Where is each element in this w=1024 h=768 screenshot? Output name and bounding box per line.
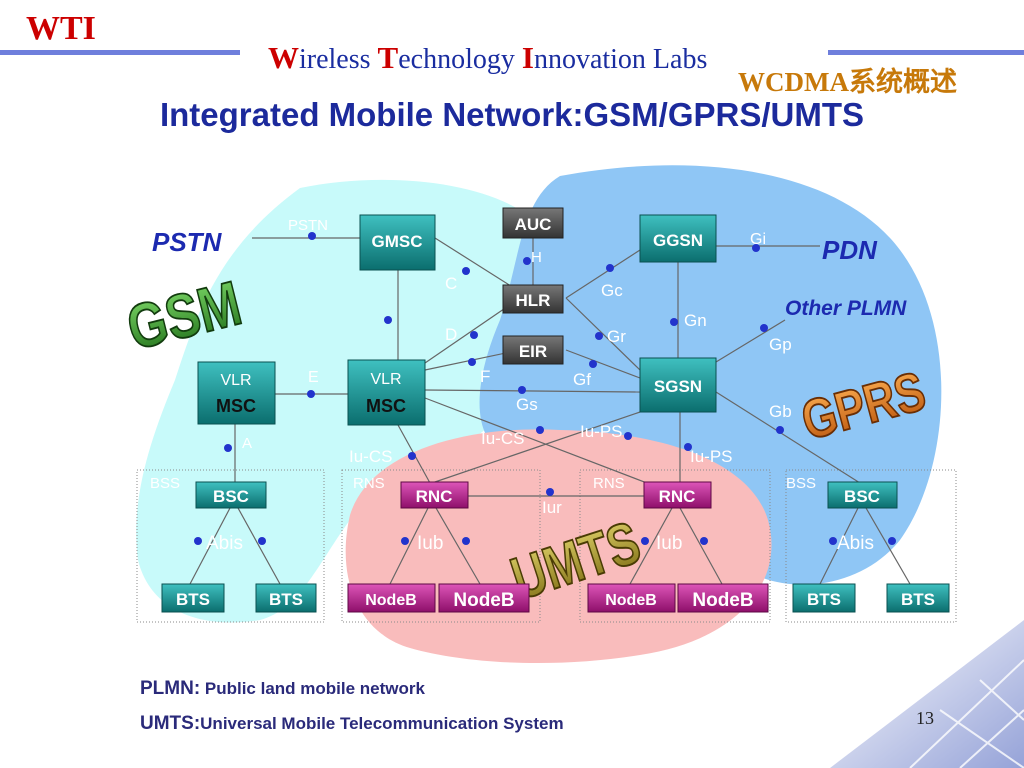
abis-label: Abis [206,533,243,554]
svg-text:RNC: RNC [416,487,453,506]
interface-dots [194,232,896,545]
iu-ps-label: Iu-PS [580,422,623,441]
e-interface-label: E [308,369,319,386]
gb-interface-label: Gb [769,402,792,421]
svg-text:NodeB: NodeB [365,592,417,609]
svg-text:RNC: RNC [659,487,696,506]
page-number: 13 [916,708,934,728]
iu-cs-label: Iu-CS [349,447,392,466]
svg-text:BTS: BTS [807,590,841,609]
nodeb-node[interactable]: NodeB [677,583,769,613]
svg-text:AUC: AUC [515,215,552,234]
other-plmn-label: Other PLMN [785,297,907,320]
vlr-msc-left-node[interactable]: VLR MSC [197,361,276,425]
bts-node[interactable]: BTS [792,583,856,613]
gc-interface-label: Gc [601,281,623,300]
gn-interface-label: Gn [684,311,707,330]
hlr-node[interactable]: HLR [502,284,564,314]
iub-label: Iub [656,533,682,554]
iu-cs-label: Iu-CS [481,429,524,448]
svg-text:NodeB: NodeB [692,590,753,611]
rnc-left-node[interactable]: RNC [400,481,469,509]
svg-text:NodeB: NodeB [605,592,657,609]
svg-text:NodeB: NodeB [453,590,514,611]
footnote-umts: UMTS:Universal Mobile Telecommunication … [140,713,564,734]
c-interface-label: C [445,274,457,293]
d-interface-label: D [445,325,457,344]
ggsn-node[interactable]: GGSN [639,214,717,263]
bss-label: BSS [786,475,816,492]
iur-label: Iur [542,498,562,517]
gs-interface-label: Gs [516,395,538,414]
section-title: WCDMA系统概述 [738,67,957,97]
bss-label: BSS [150,475,180,492]
nodeb-node[interactable]: NodeB [347,583,436,613]
iu-ps-label: Iu-PS [690,447,733,466]
svg-text:VLR: VLR [370,371,401,388]
bts-node[interactable]: BTS [161,583,225,613]
svg-text:BSC: BSC [844,487,880,506]
links [189,237,911,585]
rns-frame-left [341,469,541,623]
svg-text:MSC: MSC [366,396,406,416]
gp-interface-label: Gp [769,335,792,354]
svg-text:VLR: VLR [220,372,251,389]
nodeb-node[interactable]: NodeB [438,583,530,613]
f-interface-label: F [480,367,490,386]
h-interface-label: H [531,249,542,266]
vlr-msc-right-node[interactable]: VLR MSC [347,359,426,426]
svg-text:GGSN: GGSN [653,231,703,250]
bts-node[interactable]: BTS [886,583,950,613]
svg-text:BTS: BTS [901,590,935,609]
gi-interface-label: Gi [750,231,766,248]
gf-interface-label: Gf [573,370,591,389]
bss-frame-left [136,469,325,623]
svg-text:BTS: BTS [176,590,210,609]
auc-node[interactable]: AUC [502,207,564,239]
slide-title: Integrated Mobile Network:GSM/GPRS/UMTS [159,96,865,133]
pdn-label: PDN [822,235,878,265]
pstn-label: PSTN [152,227,223,257]
bss-frame-right [785,469,957,623]
pstn-interface-label: PSTN [288,217,328,234]
svg-text:MSC: MSC [216,396,256,416]
sgsn-node[interactable]: SGSN [639,357,717,413]
svg-text:HLR: HLR [516,291,551,310]
corner-decoration [830,620,1024,768]
iub-label: Iub [417,533,443,554]
rns-label: RNS [353,475,385,492]
nodeb-node[interactable]: NodeB [587,583,676,613]
gr-interface-label: Gr [607,327,626,346]
eir-node[interactable]: EIR [502,335,564,365]
abis-label: Abis [837,533,874,554]
svg-text:SGSN: SGSN [654,377,702,396]
bsc-right-node[interactable]: BSC [827,481,898,509]
header-rule-right [828,50,1024,55]
bts-node[interactable]: BTS [255,583,317,613]
bsc-left-node[interactable]: BSC [195,481,267,509]
header-rule-left [0,50,240,55]
svg-text:BSC: BSC [213,487,249,506]
rnc-right-node[interactable]: RNC [643,481,712,509]
gsm-area [136,179,541,623]
brand-logo: WTI [26,10,96,47]
svg-text:EIR: EIR [519,342,547,361]
lab-name: Wireless Technology Innovation Labs [268,40,708,75]
svg-text:BTS: BTS [269,590,303,609]
a-interface-label: A [242,435,252,452]
footnote-plmn: PLMN: Public land mobile network [140,678,425,699]
gmsc-node[interactable]: GMSC [359,214,436,271]
svg-text:GMSC: GMSC [372,232,423,251]
rns-label: RNS [593,475,625,492]
